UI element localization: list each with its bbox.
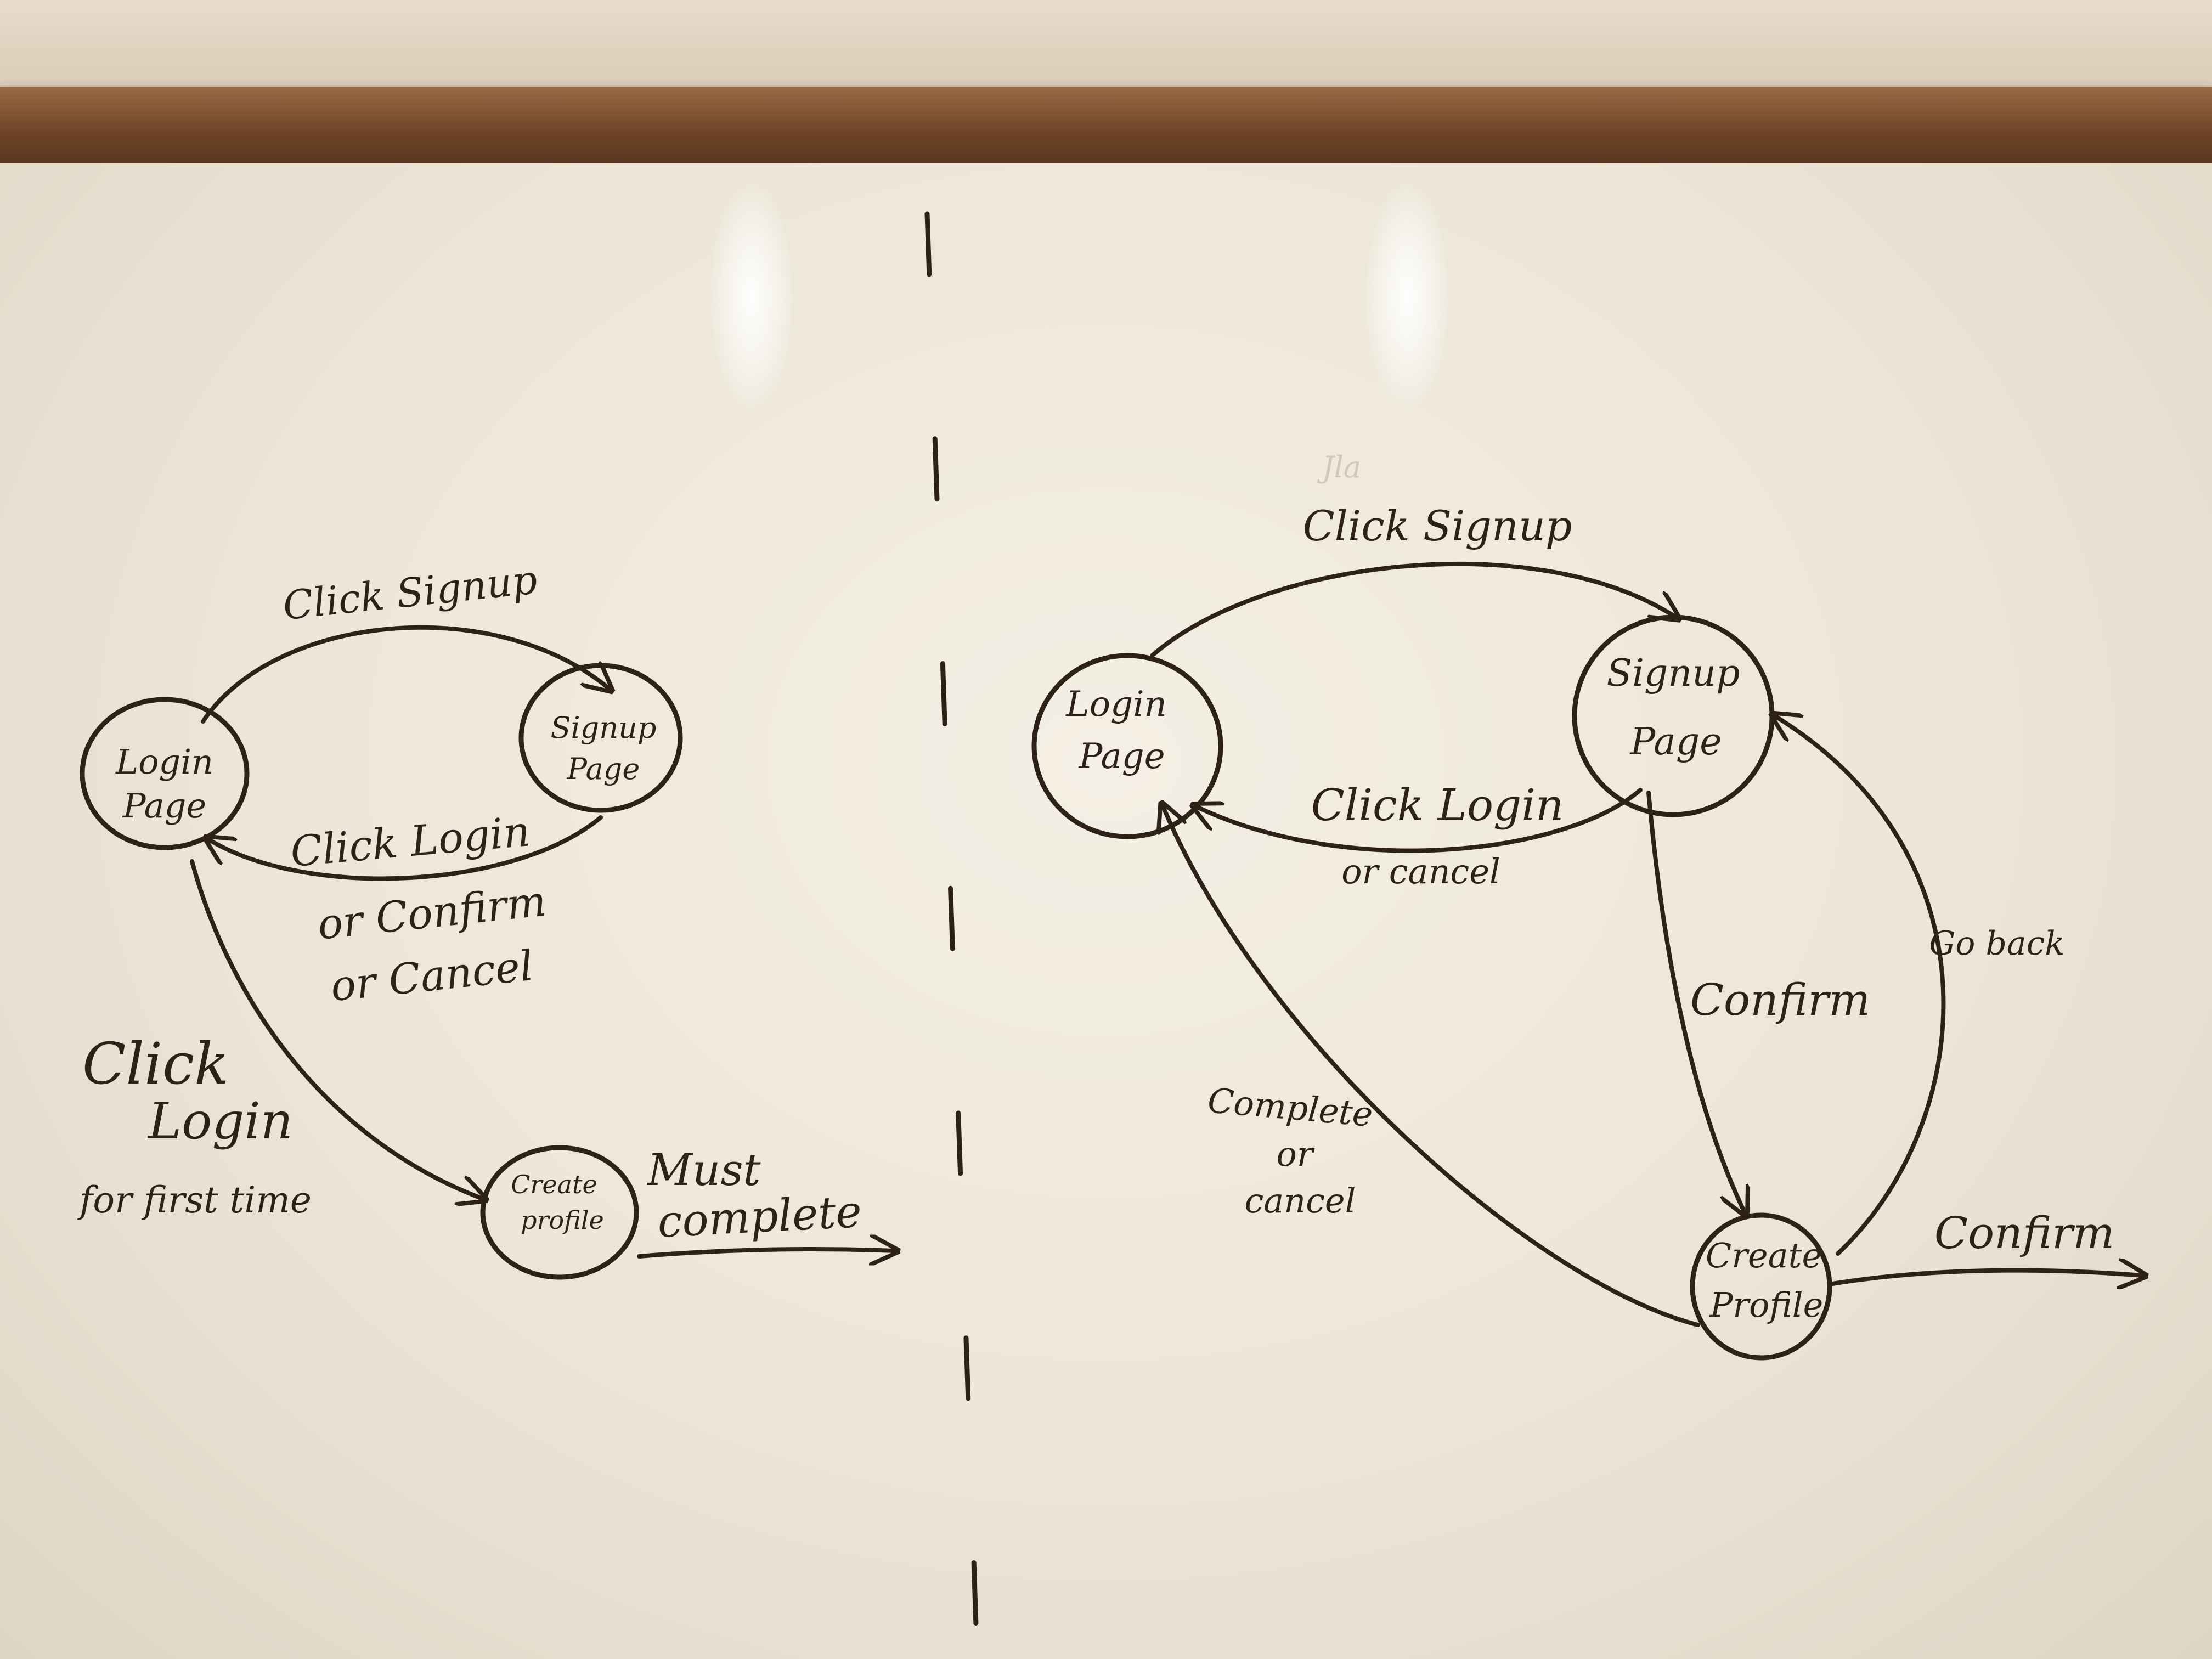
- left-complete-label: complete: [656, 1186, 863, 1248]
- left-or-confirm-label: or Confirm: [315, 877, 549, 949]
- left-click-first-label-line1: Click: [82, 1030, 229, 1097]
- left-create-profile-node: [480, 1145, 639, 1280]
- light-glare: [710, 187, 793, 406]
- left-click-first-label-line2: Login: [147, 1092, 293, 1150]
- divider-line: [924, 211, 979, 1643]
- right-edge-click-signup: [1150, 562, 1676, 658]
- left-edge-click-login-return: [208, 815, 603, 881]
- right-create-profile-node: [1690, 1212, 1832, 1361]
- right-login-page-node: [1031, 653, 1223, 839]
- left-login-label-line1: Login: [115, 742, 213, 782]
- right-signup-label-line1: Signup: [1607, 652, 1740, 695]
- left-diagram: Login Page Signup Page Create profile Cl…: [77, 556, 894, 1280]
- left-create-label-line1: Create: [511, 1170, 597, 1199]
- left-edge-click-signup: [201, 625, 609, 724]
- right-signup-label-line2: Page: [1629, 720, 1722, 764]
- faint-scribble: Jla: [1317, 450, 1361, 484]
- left-login-page-node: [80, 697, 250, 850]
- right-edge-click-login-cancel: [1196, 788, 1643, 853]
- right-click-login-label: Click Login: [1311, 780, 1564, 831]
- left-signup-label-line1: Signup: [551, 710, 657, 745]
- left-click-signup-label: Click Signup: [281, 556, 539, 629]
- left-click-first-label-line3: for first time: [77, 1179, 312, 1221]
- right-edge-go-back: [1775, 716, 1946, 1256]
- right-create-label-line1: Create: [1706, 1235, 1822, 1276]
- light-glare: [1366, 187, 1448, 406]
- left-signup-label-line2: Page: [567, 752, 640, 786]
- right-login-label-line2: Page: [1078, 736, 1165, 777]
- right-confirm-exit-label: Confirm: [1934, 1207, 2114, 1259]
- right-cancel-label: cancel: [1245, 1181, 1356, 1221]
- left-or-cancel-label: or Cancel: [328, 941, 535, 1011]
- right-diagram: Login Page Signup Page Create Profile Cl…: [1031, 501, 2142, 1361]
- left-edge-must-complete: [637, 1249, 894, 1256]
- right-edge-confirm: [1646, 791, 1745, 1212]
- right-or-cancel-label: or cancel: [1341, 851, 1500, 891]
- right-signup-page-node: [1572, 614, 1775, 817]
- right-login-label-line1: Login: [1065, 684, 1167, 725]
- left-create-label-line2: profile: [521, 1205, 604, 1235]
- right-click-signup-label: Click Signup: [1302, 501, 1572, 550]
- right-or-label: or: [1277, 1134, 1315, 1174]
- left-must-label: Must: [646, 1144, 761, 1195]
- left-edge-click-login-first-time: [190, 859, 483, 1199]
- marker-tray: [0, 87, 2212, 163]
- wall: [0, 0, 2212, 88]
- left-login-label-line2: Page: [122, 786, 206, 826]
- right-confirm-label: Confirm: [1690, 974, 1870, 1025]
- right-complete-label: Complete: [1206, 1080, 1375, 1135]
- right-create-label-line2: Profile: [1709, 1285, 1824, 1325]
- right-go-back-label: Go back: [1929, 924, 2064, 963]
- right-edge-complete-or-cancel: [1163, 806, 1700, 1327]
- right-edge-confirm-exit: [1830, 1271, 2142, 1284]
- whiteboard: [0, 163, 2212, 1659]
